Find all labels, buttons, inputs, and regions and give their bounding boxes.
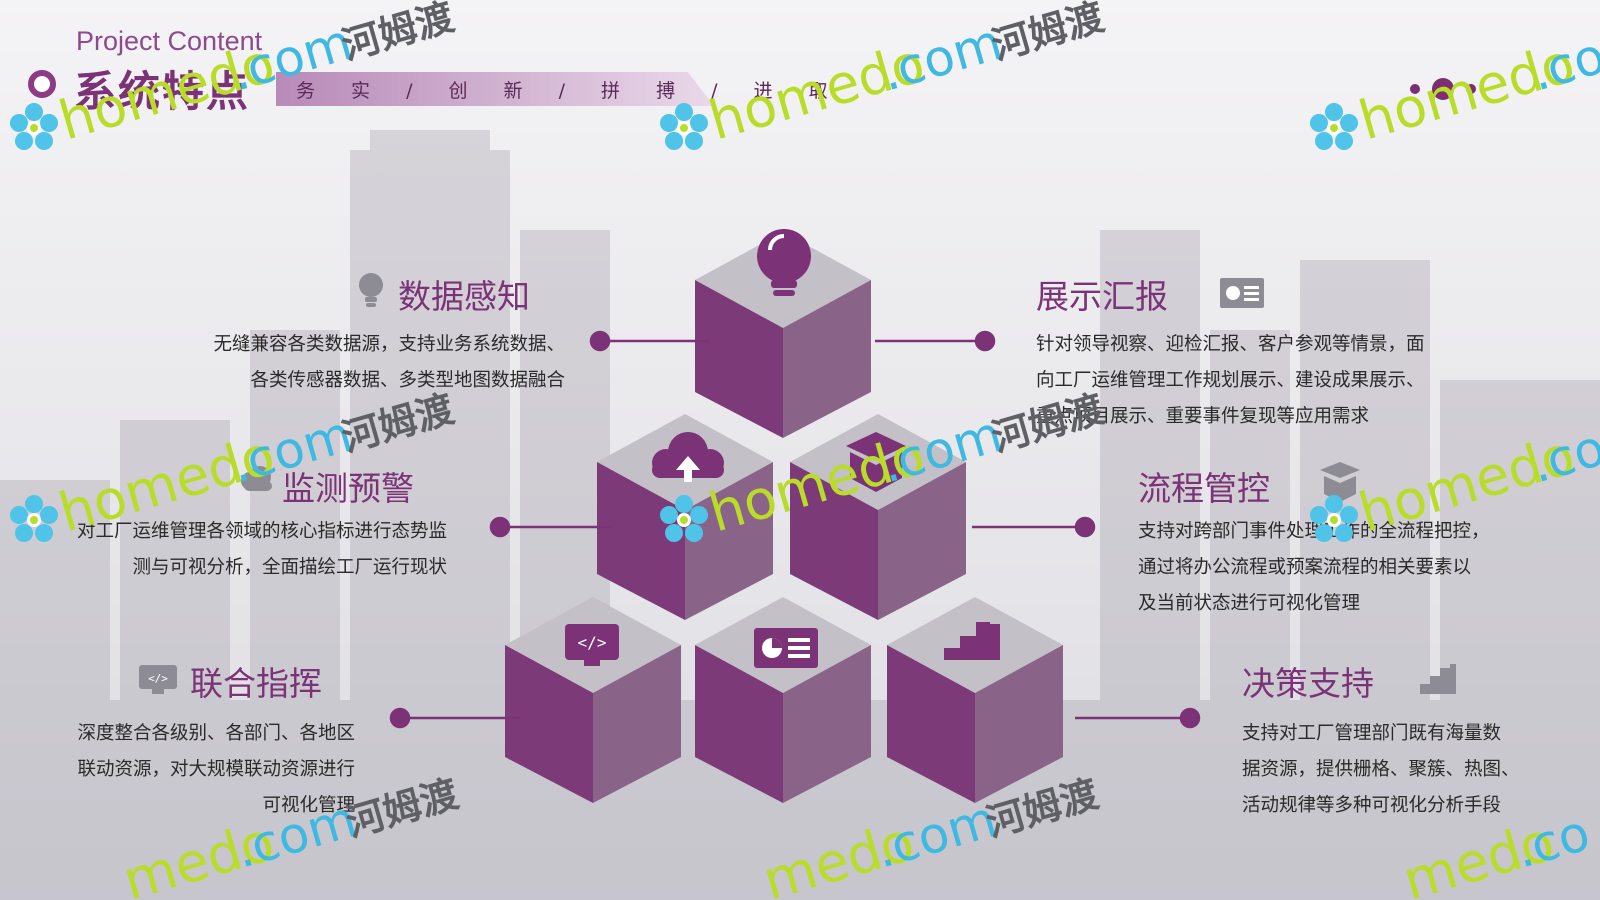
- feature-title: 流程管控: [1138, 469, 1270, 508]
- stairs-icon: [944, 622, 1000, 660]
- open-box-icon: [1320, 462, 1360, 502]
- presentation-icon: [754, 628, 818, 668]
- presentation-icon: [1220, 278, 1264, 308]
- feature-desc-line: 各类传感器数据、多类型地图数据融合: [250, 370, 565, 391]
- feature-desc-line: 重点项目展示、重要事件复现等应用需求: [1036, 406, 1370, 427]
- code-monitor-icon: </>: [139, 665, 177, 694]
- feature-desc-line: 深度整合各级别、各部门、各地区: [77, 723, 355, 744]
- feature-description: 对工厂运维管理各领域的核心指标进行态势监 测与可视分析，全面描绘工厂运行现状: [77, 514, 447, 586]
- feature-title: 展示汇报: [1036, 277, 1168, 316]
- feature-display-report-icon: [1220, 278, 1264, 312]
- feature-process-control-icon: [1318, 462, 1362, 506]
- code-monitor-icon: </>: [565, 624, 619, 666]
- decorative-dot-small: [1466, 84, 1476, 94]
- header-title-cn: 系统特点: [74, 67, 251, 116]
- feature-desc-line: 及当前状态进行可视化管理: [1138, 593, 1361, 614]
- decorative-dot-large: [1432, 78, 1454, 100]
- feature-description: 针对领导视察、迎检汇报、客户参观等情景，面 向工厂运维管理工作规划展示、建设成果…: [1036, 327, 1425, 435]
- feature-desc-line: 支持对跨部门事件处理工作的全流程把控，: [1138, 521, 1490, 542]
- feature-desc-line: 可视化管理: [262, 795, 355, 816]
- feature-desc-line: 活动规律等多种可视化分析手段: [1242, 795, 1502, 816]
- stairs-icon: [1420, 664, 1456, 694]
- feature-description: 深度整合各级别、各部门、各地区 联动资源，对大规模联动资源进行 可视化管理: [77, 716, 355, 824]
- feature-data-sensing-icon: [358, 272, 384, 314]
- feature-desc-line: 无缝兼容各类数据源，支持业务系统数据、: [213, 334, 565, 355]
- feature-description: 无缝兼容各类数据源，支持业务系统数据、 各类传感器数据、多类型地图数据融合: [213, 327, 565, 399]
- svg-text:</>: </>: [148, 672, 168, 685]
- feature-desc-line: 测与可视分析，全面描绘工厂运行现状: [132, 557, 447, 578]
- lightbulb-icon: [359, 273, 383, 307]
- header-ring-icon: [28, 70, 56, 98]
- svg-text:</>: </>: [578, 633, 607, 652]
- feature-title: 监测预警: [282, 469, 414, 508]
- feature-desc-line: 对工厂运维管理各领域的核心指标进行态势监: [76, 521, 447, 542]
- feature-decision-support-icon: [1420, 664, 1456, 698]
- decorative-dot-small: [1410, 84, 1420, 94]
- feature-title: 数据感知: [398, 277, 530, 316]
- cloud-icon: [241, 466, 272, 491]
- feature-joint-command-icon: </>: [138, 664, 178, 700]
- cube-pyramid: </>: [505, 229, 1063, 803]
- open-box-icon: [846, 432, 906, 492]
- cloud-upload-icon: [652, 432, 724, 482]
- slogan-band: [276, 72, 714, 106]
- feature-desc-line: 据资源，提供栅格、聚簇、热图、: [1242, 759, 1520, 780]
- lightbulb-icon: [757, 229, 811, 296]
- feature-desc-line: 支持对工厂管理部门既有海量数: [1242, 723, 1502, 744]
- feature-desc-line: 针对领导视察、迎检汇报、客户参观等情景，面: [1036, 334, 1425, 355]
- feature-description: 支持对工厂管理部门既有海量数 据资源，提供栅格、聚簇、热图、 活动规律等多种可视…: [1242, 716, 1520, 824]
- feature-title: 联合指挥: [190, 664, 322, 703]
- slogan-text: 务 实 / 创 新 / 拼 搏 / 进 取: [296, 80, 843, 102]
- feature-desc-line: 通过将办公流程或预案流程的相关要素以: [1138, 557, 1472, 578]
- feature-title: 决策支持: [1242, 664, 1374, 703]
- feature-monitoring-icon: [240, 466, 274, 496]
- feature-desc-line: 联动资源，对大规模联动资源进行: [77, 759, 355, 780]
- feature-description: 支持对跨部门事件处理工作的全流程把控， 通过将办公流程或预案流程的相关要素以 及…: [1138, 514, 1490, 622]
- feature-desc-line: 向工厂运维管理工作规划展示、建设成果展示、: [1036, 370, 1425, 391]
- header-title-en: Project Content: [76, 26, 263, 56]
